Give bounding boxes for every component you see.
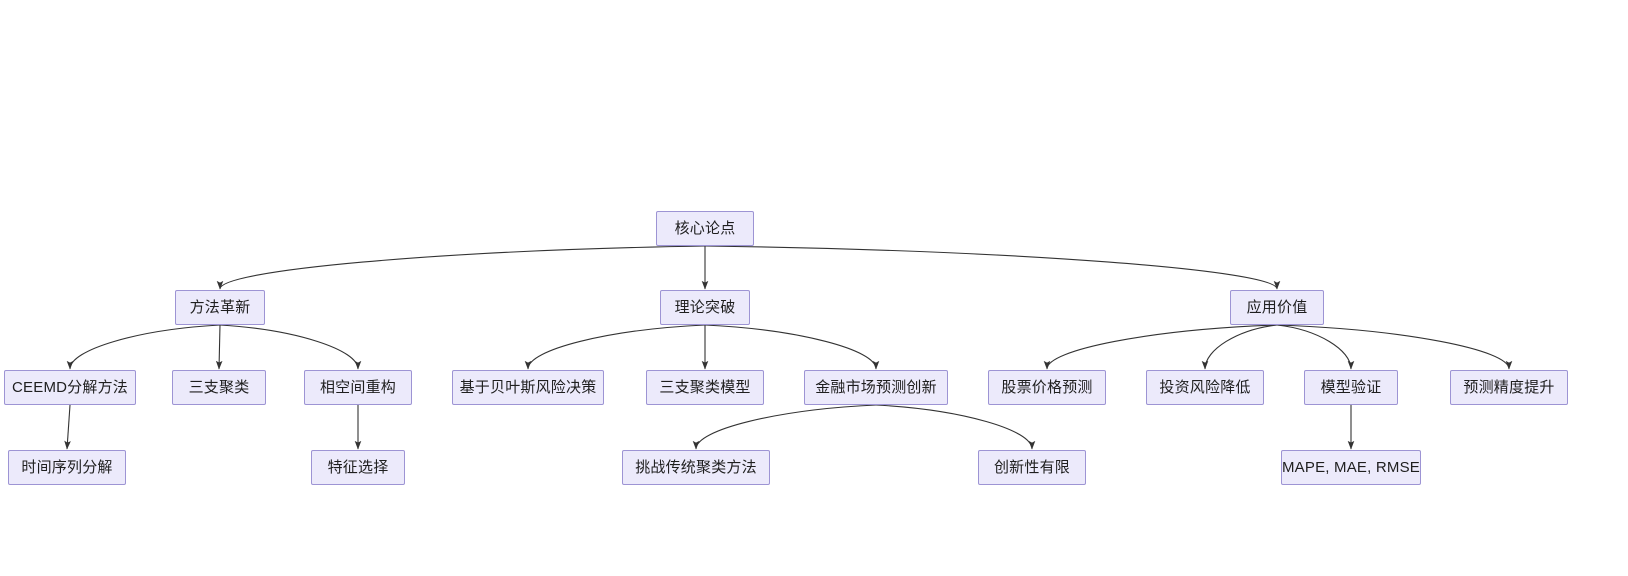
edge-root-to-l2a [216, 245, 706, 290]
node-label: 时间序列分解 [21, 459, 113, 476]
node-l3i[interactable]: 模型验证 [1304, 370, 1398, 405]
edge-l3f-to-l4d [875, 404, 1036, 450]
edge-l2c-to-l3j [1276, 324, 1513, 370]
node-l3f[interactable]: 金融市场预测创新 [804, 370, 948, 405]
edge-l2b-to-l3f [704, 324, 880, 370]
node-label: 三支聚类 [188, 379, 250, 396]
edge-l2c-to-l3h [1201, 324, 1278, 370]
node-label: 特征选择 [327, 459, 389, 476]
node-l3h[interactable]: 投资风险降低 [1146, 370, 1264, 405]
node-l2b[interactable]: 理论突破 [660, 290, 750, 325]
node-root[interactable]: 核心论点 [656, 211, 754, 246]
node-l2a[interactable]: 方法革新 [175, 290, 265, 325]
node-l3g[interactable]: 股票价格预测 [988, 370, 1106, 405]
node-label: 基于贝叶斯风险决策 [459, 379, 597, 396]
node-label: 方法革新 [189, 299, 251, 316]
edge-l2c-to-l3i [1276, 324, 1355, 370]
node-label: 股票价格预测 [1001, 379, 1093, 396]
node-label: 理论突破 [674, 299, 736, 316]
node-label: 创新性有限 [993, 459, 1070, 476]
node-l3e[interactable]: 三支聚类模型 [646, 370, 764, 405]
edge-l3a-to-l4a [64, 404, 71, 450]
edge-l2a-to-l3b [215, 324, 223, 370]
node-l4d[interactable]: 创新性有限 [978, 450, 1086, 485]
edge-l2a-to-l3c [219, 324, 362, 370]
node-label: 三支聚类模型 [659, 379, 751, 396]
node-l3d[interactable]: 基于贝叶斯风险决策 [452, 370, 604, 405]
node-label: MAPE, MAE, RMSE [1281, 459, 1421, 476]
node-l4b[interactable]: 特征选择 [311, 450, 405, 485]
node-l2c[interactable]: 应用价值 [1230, 290, 1324, 325]
edge-l3f-to-l4c [692, 404, 877, 450]
node-label: 挑战传统聚类方法 [635, 459, 757, 476]
node-l3j[interactable]: 预测精度提升 [1450, 370, 1568, 405]
node-l4e[interactable]: MAPE, MAE, RMSE [1281, 450, 1421, 485]
edge-root-to-l2c [704, 245, 1281, 290]
node-l3a[interactable]: CEEMD分解方法 [4, 370, 136, 405]
node-l3b[interactable]: 三支聚类 [172, 370, 266, 405]
node-l4c[interactable]: 挑战传统聚类方法 [622, 450, 770, 485]
edge-l2a-to-l3a [66, 324, 221, 370]
node-label: 应用价值 [1246, 299, 1308, 316]
node-l4a[interactable]: 时间序列分解 [8, 450, 126, 485]
node-label: CEEMD分解方法 [12, 379, 128, 396]
node-label: 核心论点 [674, 220, 736, 237]
node-l3c[interactable]: 相空间重构 [304, 370, 412, 405]
node-label: 模型验证 [1320, 379, 1382, 396]
edge-l2c-to-l3g [1043, 324, 1278, 370]
edge-l2b-to-l3d [524, 324, 706, 370]
node-label: 金融市场预测创新 [815, 379, 937, 396]
node-label: 预测精度提升 [1463, 379, 1555, 396]
node-label: 投资风险降低 [1159, 379, 1251, 396]
node-label: 相空间重构 [319, 379, 396, 396]
